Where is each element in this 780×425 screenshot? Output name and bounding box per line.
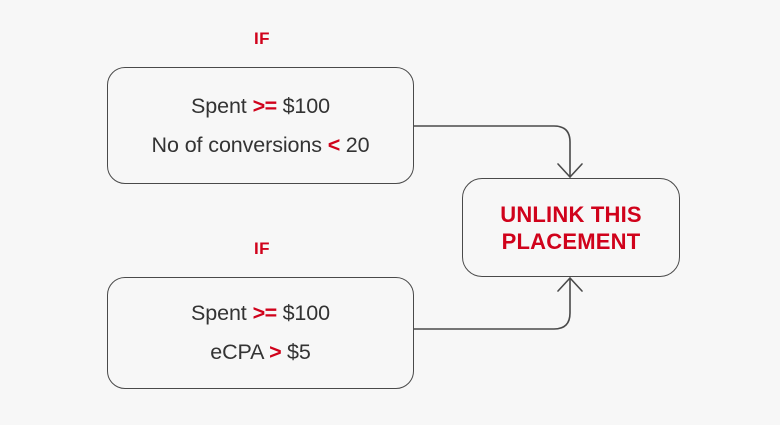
condition-value: $100 — [282, 301, 331, 325]
condition-metric: Spent — [191, 93, 247, 118]
if-label-rule-1: IF — [253, 29, 271, 48]
connector-rule-1-to-action — [413, 125, 571, 178]
condition-metric: eCPA — [210, 340, 264, 364]
arrowhead-down-icon — [557, 163, 583, 178]
condition-box-rule-1[interactable]: Spent >= $100 No of conversions < 20 — [107, 67, 414, 184]
condition-metric: No of conversions — [151, 132, 322, 157]
condition-operator: > — [269, 340, 282, 364]
if-label-rule-2: IF — [253, 239, 271, 258]
condition-row: eCPA > $5 — [210, 333, 311, 372]
condition-row: Spent >= $100 — [191, 294, 330, 333]
condition-operator: < — [327, 132, 341, 157]
condition-row: No of conversions < 20 — [152, 126, 370, 165]
arrowhead-up-icon — [557, 277, 583, 292]
condition-value: 20 — [345, 132, 370, 157]
condition-box-rule-2[interactable]: Spent >= $100 eCPA > $5 — [107, 277, 414, 389]
condition-metric: Spent — [191, 301, 247, 325]
condition-row: Spent >= $100 — [191, 87, 330, 126]
condition-value: $100 — [282, 93, 331, 118]
condition-operator: >= — [252, 301, 278, 325]
action-label-line-1: UNLINK THIS — [500, 201, 642, 227]
action-label-line-2: PLACEMENT — [501, 228, 641, 254]
condition-value: $5 — [287, 340, 311, 364]
action-box-unlink-placement[interactable]: UNLINK THIS PLACEMENT — [462, 178, 680, 277]
condition-operator: >= — [252, 93, 278, 118]
connector-rule-2-to-action — [413, 277, 571, 330]
